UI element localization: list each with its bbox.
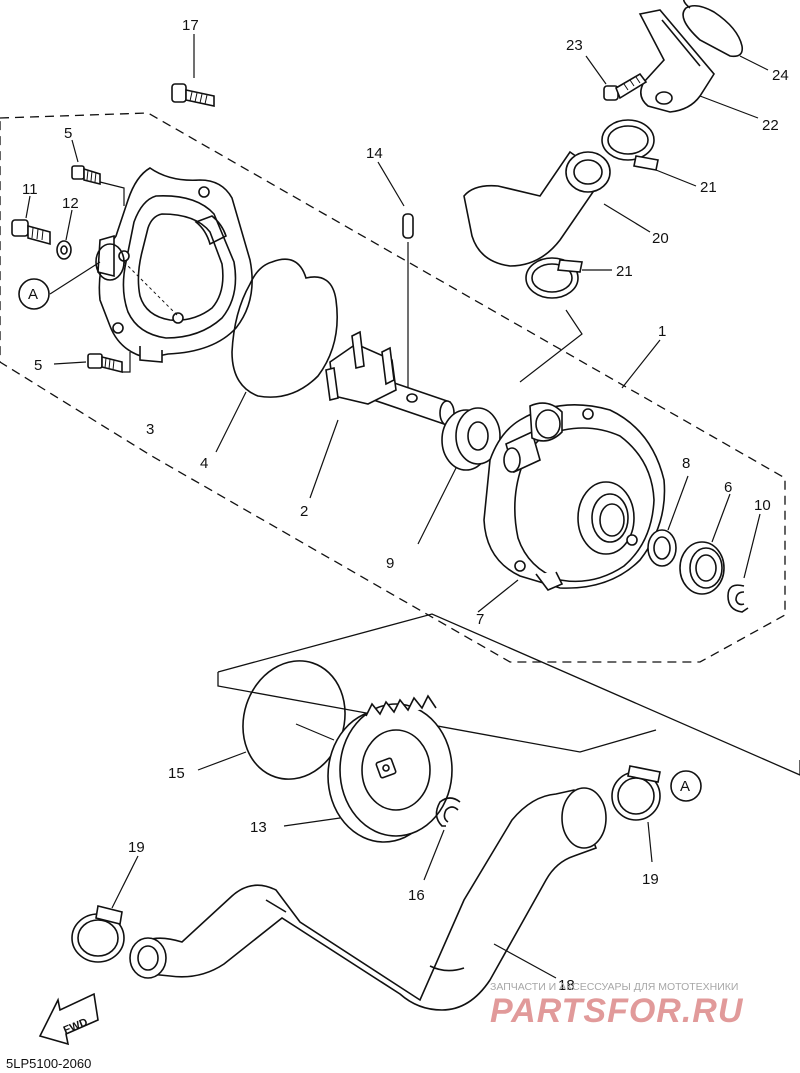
impeller-gear-13-icon (327, 694, 453, 843)
watermark-tagline: ЗАПЧАСТИ И АКСЕССУАРЫ ДЛЯ МОТОТЕХНИКИ (490, 981, 738, 993)
bearing-6-icon (679, 541, 725, 595)
bolt-23-icon (603, 72, 648, 101)
watermark-brand: PARTSFOR.RU (490, 992, 744, 1030)
label-part-15: 15 (168, 765, 185, 782)
pump-housing-7-icon (483, 402, 666, 591)
drawing-code: 5LP5100-2060 (6, 1056, 91, 1071)
hose-18-icon (129, 787, 607, 1011)
circlip-16-icon (435, 797, 461, 827)
label-part-19-left: 19 (128, 839, 145, 856)
pump-cover-3-icon (97, 167, 253, 363)
label-part-19-right: 19 (642, 871, 659, 888)
label-part-1: 1 (658, 323, 666, 340)
clamp-19-left-icon (71, 905, 125, 963)
bolt-5-lower-icon (87, 353, 123, 374)
label-part-4: 4 (200, 455, 208, 472)
washer-12-icon (56, 240, 72, 260)
label-part-21-upper: 21 (700, 179, 717, 196)
clamp-19-right-icon (611, 765, 661, 821)
label-part-20: 20 (652, 230, 669, 247)
label-part-16: 16 (408, 887, 425, 904)
label-part-11: 11 (22, 181, 38, 198)
ref-a-right-label: A (680, 778, 690, 795)
gear-group-outline (217, 613, 800, 776)
label-part-5-upper: 5 (64, 125, 72, 142)
label-part-23: 23 (566, 37, 583, 54)
fwd-arrow-icon (38, 992, 99, 1046)
label-part-6: 6 (724, 479, 732, 496)
pipe-22-icon (638, 9, 715, 113)
label-part-17: 17 (182, 17, 199, 34)
label-part-8: 8 (682, 455, 690, 472)
label-part-2: 2 (300, 503, 308, 520)
label-part-5-lower: 5 (34, 357, 42, 374)
pin-14-icon (402, 213, 414, 239)
label-part-12: 12 (62, 195, 79, 212)
impeller-shaft-2-icon (325, 330, 455, 426)
circlip-10-icon (727, 584, 749, 613)
ref-a-left-label: A (28, 286, 38, 303)
hose-20-icon (463, 150, 611, 267)
oring-24-icon (682, 0, 744, 58)
oil-seal-8-icon (647, 529, 677, 567)
label-part-9: 9 (386, 555, 394, 572)
label-part-21-lower: 21 (616, 263, 633, 280)
mechanical-seal-9-icon (441, 407, 501, 471)
label-part-18: 18 (558, 977, 575, 994)
label-part-10: 10 (754, 497, 771, 514)
label-part-24: 24 (772, 67, 789, 84)
gasket-4-icon (231, 258, 338, 398)
label-part-14: 14 (366, 145, 383, 162)
label-part-7: 7 (476, 611, 484, 628)
ref-a-right-circle (670, 770, 702, 802)
clamp-21-upper-icon (601, 119, 659, 171)
bolt-17-icon (171, 83, 215, 107)
bolt-11-icon (11, 219, 51, 246)
label-part-13: 13 (250, 819, 267, 836)
ref-a-left-circle (18, 278, 50, 310)
label-part-3: 3 (146, 421, 154, 438)
bolt-5-upper-icon (71, 165, 101, 186)
clamp-21-lower-icon (525, 257, 583, 299)
label-part-22: 22 (762, 117, 779, 134)
assembly-dashed-outline (0, 112, 786, 663)
